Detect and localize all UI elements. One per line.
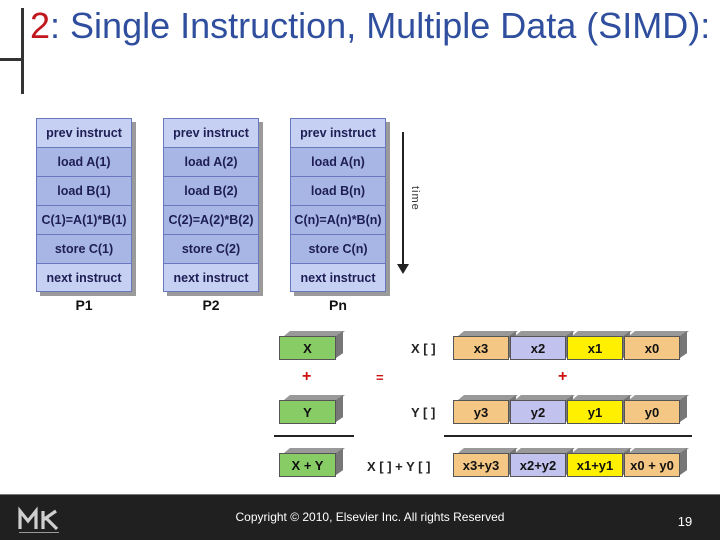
instruction-cell: C(2)=A(2)*B(2) (163, 205, 259, 234)
vector-element-y2: y2 (510, 400, 566, 424)
instruction-cell: load B(n) (290, 176, 386, 205)
slide-title: 2: Single Instruction, Multiple Data (SI… (30, 5, 710, 47)
processor-column-p2: prev instruct load A(2) load B(2) C(2)=A… (163, 118, 259, 292)
vector-y-label: Y [ ] (411, 405, 436, 420)
title-divider-vertical (21, 8, 24, 94)
vector-plus-sign: + (558, 368, 568, 385)
page-number: 19 (677, 514, 693, 529)
vector-element-x0: x0 (624, 336, 680, 360)
vector-element-y3: y3 (453, 400, 509, 424)
instruction-cell: store C(2) (163, 234, 259, 263)
instruction-cell: C(n)=A(n)*B(n) (290, 205, 386, 234)
instruction-cell: load A(2) (163, 147, 259, 176)
processor-label-p2: P2 (202, 297, 220, 313)
publisher-logo-icon (18, 506, 59, 533)
vector-element-x2: x2 (510, 336, 566, 360)
instruction-cell: store C(n) (290, 234, 386, 263)
equals-sign: = (376, 370, 384, 385)
vector-element-sum3: x3+y3 (453, 453, 509, 477)
processor-label-pn: Pn (329, 297, 347, 313)
scalar-x-box: X (279, 336, 336, 360)
footer-divider (0, 494, 720, 495)
vector-element-x1: x1 (567, 336, 623, 360)
time-arrow-line (402, 132, 404, 266)
instruction-cell: C(1)=A(1)*B(1) (36, 205, 132, 234)
vector-element-sum2: x2+y2 (510, 453, 566, 477)
instruction-cell: load A(n) (290, 147, 386, 176)
title-divider-horizontal (0, 58, 21, 61)
vector-element-y0: y0 (624, 400, 680, 424)
instruction-cell: prev instruct (290, 118, 386, 147)
vector-sum-label: X [ ] + Y [ ] (367, 459, 431, 474)
vector-element-x3: x3 (453, 336, 509, 360)
instruction-cell: prev instruct (36, 118, 132, 147)
instruction-cell: store C(1) (36, 234, 132, 263)
vector-sum-rule (444, 435, 692, 437)
slide-title-number: 2 (30, 5, 51, 46)
vector-x-label: X [ ] (411, 341, 436, 356)
instruction-cell: next instruct (36, 263, 132, 292)
instruction-cell: load A(1) (36, 147, 132, 176)
instruction-cell: prev instruct (163, 118, 259, 147)
processor-column-p1: prev instruct load A(1) load B(1) C(1)=A… (36, 118, 132, 292)
instruction-cell: next instruct (163, 263, 259, 292)
instruction-cell: load B(1) (36, 176, 132, 205)
vector-element-sum0: x0 + y0 (624, 453, 680, 477)
time-label: time (409, 186, 421, 211)
instruction-cell: next instruct (290, 263, 386, 292)
scalar-sum-rule (274, 435, 354, 437)
processor-column-pn: prev instruct load A(n) load B(n) C(n)=A… (290, 118, 386, 292)
scalar-y-box: Y (279, 400, 336, 424)
footer-bar (0, 494, 720, 540)
processor-label-p1: P1 (75, 297, 93, 313)
vector-element-sum1: x1+y1 (567, 453, 623, 477)
scalar-plus-sign: + (302, 368, 312, 385)
scalar-sum-box: X + Y (279, 453, 336, 477)
slide-title-text: : Single Instruction, Multiple Data (SIM… (50, 5, 711, 46)
instruction-cell: load B(2) (163, 176, 259, 205)
copyright-text: Copyright © 2010, Elsevier Inc. All righ… (235, 510, 505, 524)
time-arrow-head (397, 264, 409, 274)
vector-element-y1: y1 (567, 400, 623, 424)
